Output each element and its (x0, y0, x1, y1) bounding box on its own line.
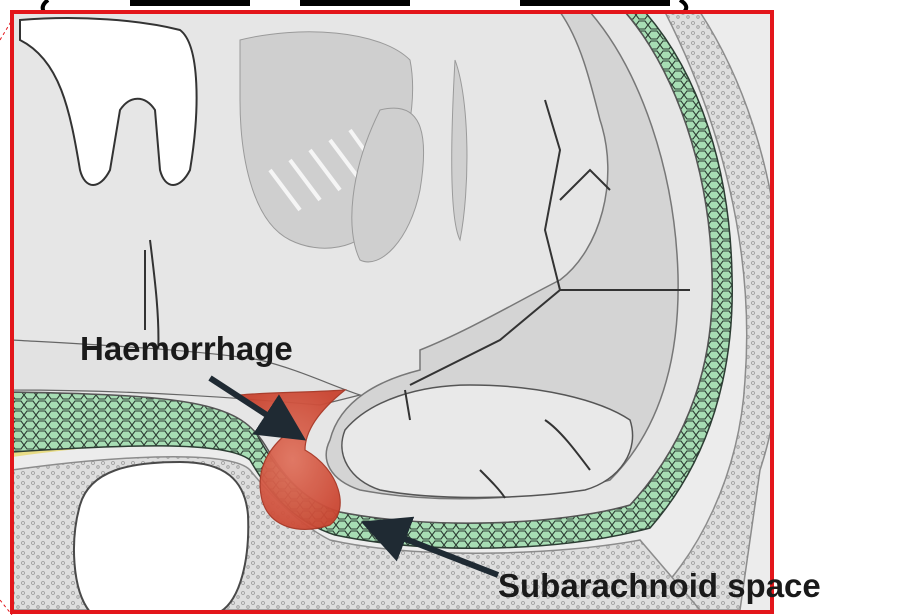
temporal-lobe (342, 385, 633, 498)
illustration (12, 12, 782, 612)
subarachnoid-space-label: Subarachnoid space (498, 567, 821, 604)
sinus-cavity (74, 462, 248, 612)
haemorrhage-label: Haemorrhage (80, 330, 293, 367)
